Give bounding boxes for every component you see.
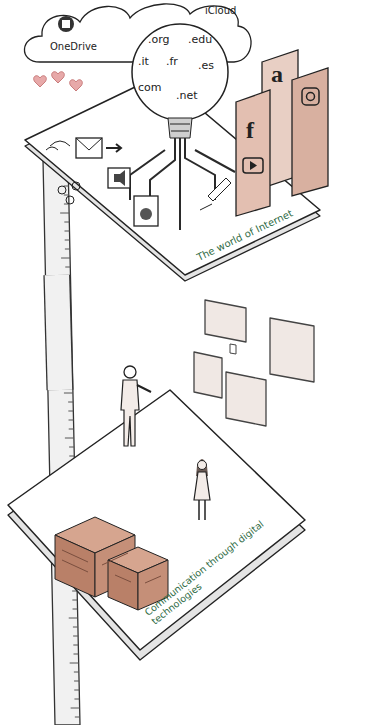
ruler-tick — [73, 636, 78, 637]
domain-label: .edu — [188, 34, 212, 45]
logo-letter: a — [271, 62, 283, 86]
ruler-tick — [74, 672, 79, 673]
ruler-tick — [73, 609, 78, 610]
circuit-lines — [130, 138, 235, 230]
ruler-tick — [61, 258, 70, 259]
ruler-tick — [73, 654, 78, 655]
domain-label: com — [138, 82, 162, 93]
ruler-ticks — [59, 168, 80, 717]
ruler-tick — [68, 402, 73, 403]
video-app-icon — [250, 161, 257, 170]
ruler-tick — [74, 699, 79, 700]
wifi-icon — [46, 141, 70, 150]
arrow-icon — [106, 144, 121, 152]
device-icon — [140, 208, 152, 220]
domain-label: iCloud — [205, 6, 236, 16]
ruler-tick — [70, 663, 79, 664]
ruler-tick — [64, 393, 73, 394]
ruler-tick — [69, 618, 78, 619]
domain-label: OneDrive — [50, 42, 97, 52]
domain-label: .fr — [166, 56, 178, 67]
screen — [194, 352, 222, 398]
photo-app-icon — [302, 88, 319, 105]
person — [124, 366, 136, 378]
person — [194, 472, 210, 500]
ruler-body — [57, 275, 60, 390]
bulb-base — [168, 118, 192, 138]
ruler-tick — [64, 222, 69, 223]
ruler-tick — [73, 627, 78, 628]
network-icon — [58, 186, 66, 194]
platform: Communication through digital technologi… — [8, 390, 305, 650]
screen — [205, 300, 246, 342]
ruler-tick — [73, 645, 78, 646]
pen-icon — [200, 178, 231, 210]
person — [198, 461, 207, 470]
screen — [230, 344, 236, 354]
app-tile — [292, 68, 328, 196]
domain-label: .org — [148, 34, 170, 45]
heart — [52, 72, 65, 83]
screen — [226, 372, 266, 426]
device-icon — [134, 196, 158, 226]
heart — [70, 80, 83, 91]
platform-top — [8, 390, 305, 650]
ruler-tick — [75, 717, 80, 718]
heart — [34, 76, 47, 87]
ruler-tick — [65, 438, 74, 439]
mail-icon — [76, 138, 102, 158]
ruler-tick — [69, 429, 74, 430]
speaker-icon — [114, 170, 125, 186]
app-tile — [236, 90, 270, 216]
ruler-connector — [57, 275, 60, 390]
ruler-tick — [69, 456, 74, 457]
ruler-pole — [43, 160, 80, 725]
ruler-tick — [65, 267, 70, 268]
speaker-icon — [108, 168, 130, 188]
domain-label: .net — [176, 90, 198, 101]
ruler-tick — [60, 213, 69, 214]
ruler-tick — [74, 681, 79, 682]
ruler-tick — [72, 600, 77, 601]
mail-icon — [76, 138, 102, 150]
logo-letter: f — [246, 118, 254, 142]
person — [137, 385, 151, 392]
cloud-icon — [62, 20, 70, 28]
person — [199, 500, 205, 520]
photo-app-icon — [307, 93, 315, 101]
screen — [270, 318, 314, 382]
bulb-lines — [170, 124, 190, 131]
domain-label: .it — [138, 56, 149, 67]
ruler-tick — [65, 240, 70, 241]
ruler-tick — [64, 195, 69, 196]
domain-label: .es — [198, 60, 214, 71]
cardboard-box — [138, 560, 168, 610]
video-app-icon — [243, 158, 263, 173]
ruler-tick — [74, 690, 79, 691]
ruler-tick — [71, 708, 80, 709]
ruler-tick — [68, 411, 73, 412]
person — [121, 380, 139, 446]
cloud-icon — [58, 16, 74, 32]
globe — [132, 24, 228, 120]
cardboard-box — [108, 560, 138, 610]
ruler-tick — [65, 249, 70, 250]
ruler-tick — [69, 447, 74, 448]
network-icon — [66, 196, 74, 204]
box-stripes — [62, 550, 161, 583]
ruler-tick — [65, 231, 70, 232]
network-icon — [72, 182, 80, 190]
ruler-tick — [69, 420, 74, 421]
ruler-outline — [57, 275, 60, 390]
